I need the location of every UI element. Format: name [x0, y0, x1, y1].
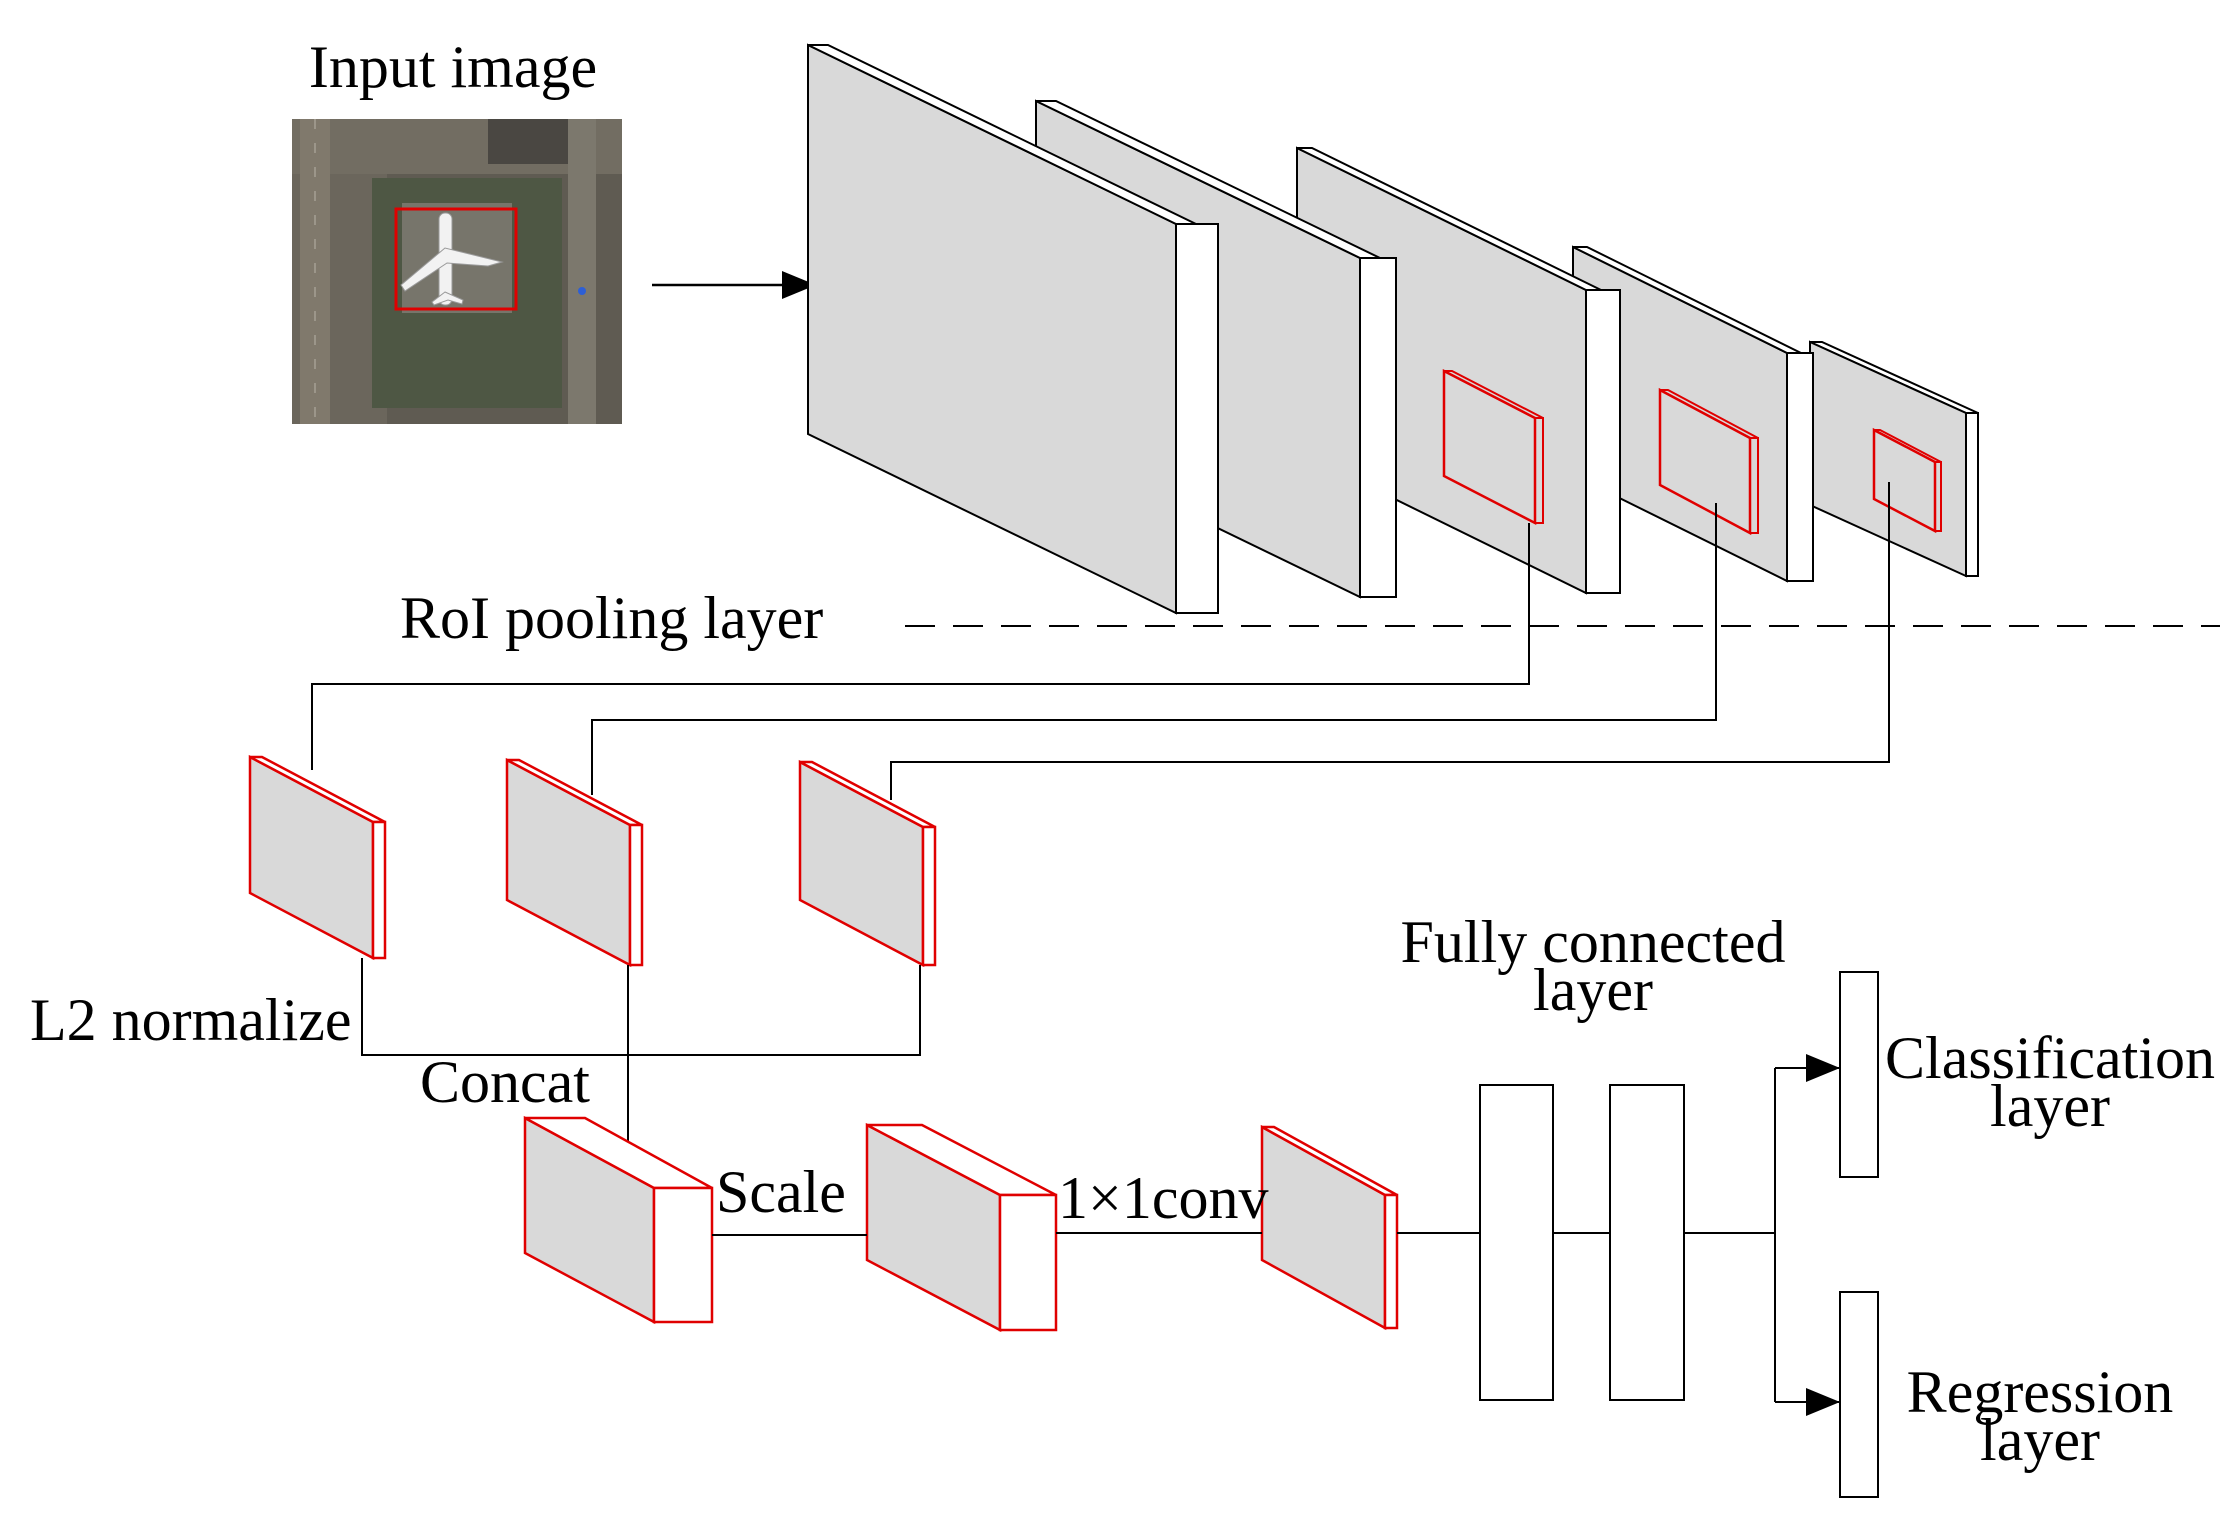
- concat-connectors: [361, 958, 921, 1145]
- scale-label: Scale: [716, 1159, 846, 1225]
- fc-layer-2: [1609, 1084, 1685, 1401]
- pooled-feature-3: [798, 759, 937, 968]
- classification-label-line2: layer: [1990, 1073, 2110, 1139]
- regression-label-line1: Regression: [1907, 1359, 2174, 1425]
- regression-layer: [1839, 1291, 1879, 1498]
- regression-label-line2: layer: [1980, 1407, 2100, 1473]
- concat-label: Concat: [420, 1049, 590, 1115]
- fc-layer-1: [1479, 1084, 1554, 1401]
- fc-label-line1: Fully connected: [1401, 909, 1786, 975]
- feature-map-4: [1572, 245, 1814, 583]
- input-image-label: Input image: [309, 34, 597, 100]
- scale-block: [865, 1122, 1058, 1333]
- fc-label-line2: layer: [1533, 957, 1653, 1023]
- pooled-feature-2: [505, 757, 644, 968]
- roi-connectors: [311, 482, 1890, 800]
- l2-normalize-label: L2 normalize: [30, 987, 352, 1053]
- classification-layer: [1839, 971, 1879, 1178]
- airplane-icon: [400, 212, 504, 306]
- object-bounding-box: [394, 207, 518, 311]
- input-image: [292, 119, 622, 424]
- conv1x1-block: [1260, 1124, 1399, 1331]
- conv1x1-label: 1×1conv: [1058, 1165, 1268, 1231]
- roi-pooling-label: RoI pooling layer: [400, 585, 823, 651]
- feature-map-1: [807, 43, 1219, 615]
- concat-block: [523, 1115, 714, 1325]
- pipeline-connectors: [712, 1054, 1840, 1416]
- feature-map-5: [1809, 340, 1979, 578]
- pooled-feature-1: [248, 754, 387, 961]
- classification-label-line1: Classification: [1885, 1025, 2215, 1091]
